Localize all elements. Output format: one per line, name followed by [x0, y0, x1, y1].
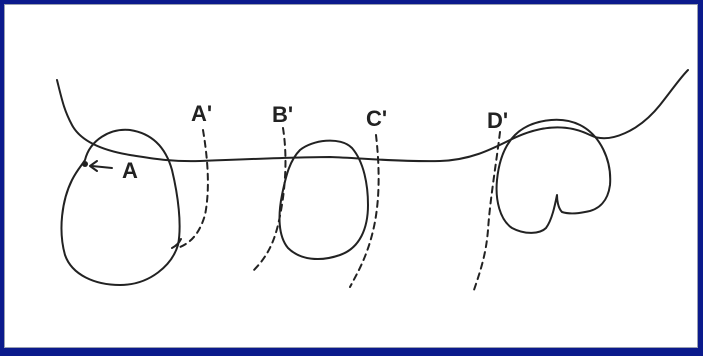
tooth-right — [495, 118, 612, 234]
label-a-prime: A' — [191, 101, 212, 126]
arrowhead-a — [89, 160, 98, 172]
tooth-left-tail — [171, 238, 182, 249]
tooth-left — [60, 128, 181, 286]
label-c-prime: C' — [366, 106, 387, 131]
dashed-line-a-prime — [179, 129, 209, 248]
dashed-line-c-prime — [349, 134, 380, 288]
point-a-marker — [82, 161, 88, 167]
label-d-prime: D' — [487, 108, 508, 133]
arrow-to-a — [91, 165, 113, 169]
label-a: A — [122, 158, 138, 183]
diagram-panel — [4, 4, 698, 348]
dashed-line-b-prime — [251, 127, 287, 273]
label-b-prime: B' — [272, 102, 293, 127]
gum-line — [56, 69, 689, 163]
dashed-line-d-prime — [473, 131, 501, 291]
tooth-middle — [278, 139, 369, 261]
